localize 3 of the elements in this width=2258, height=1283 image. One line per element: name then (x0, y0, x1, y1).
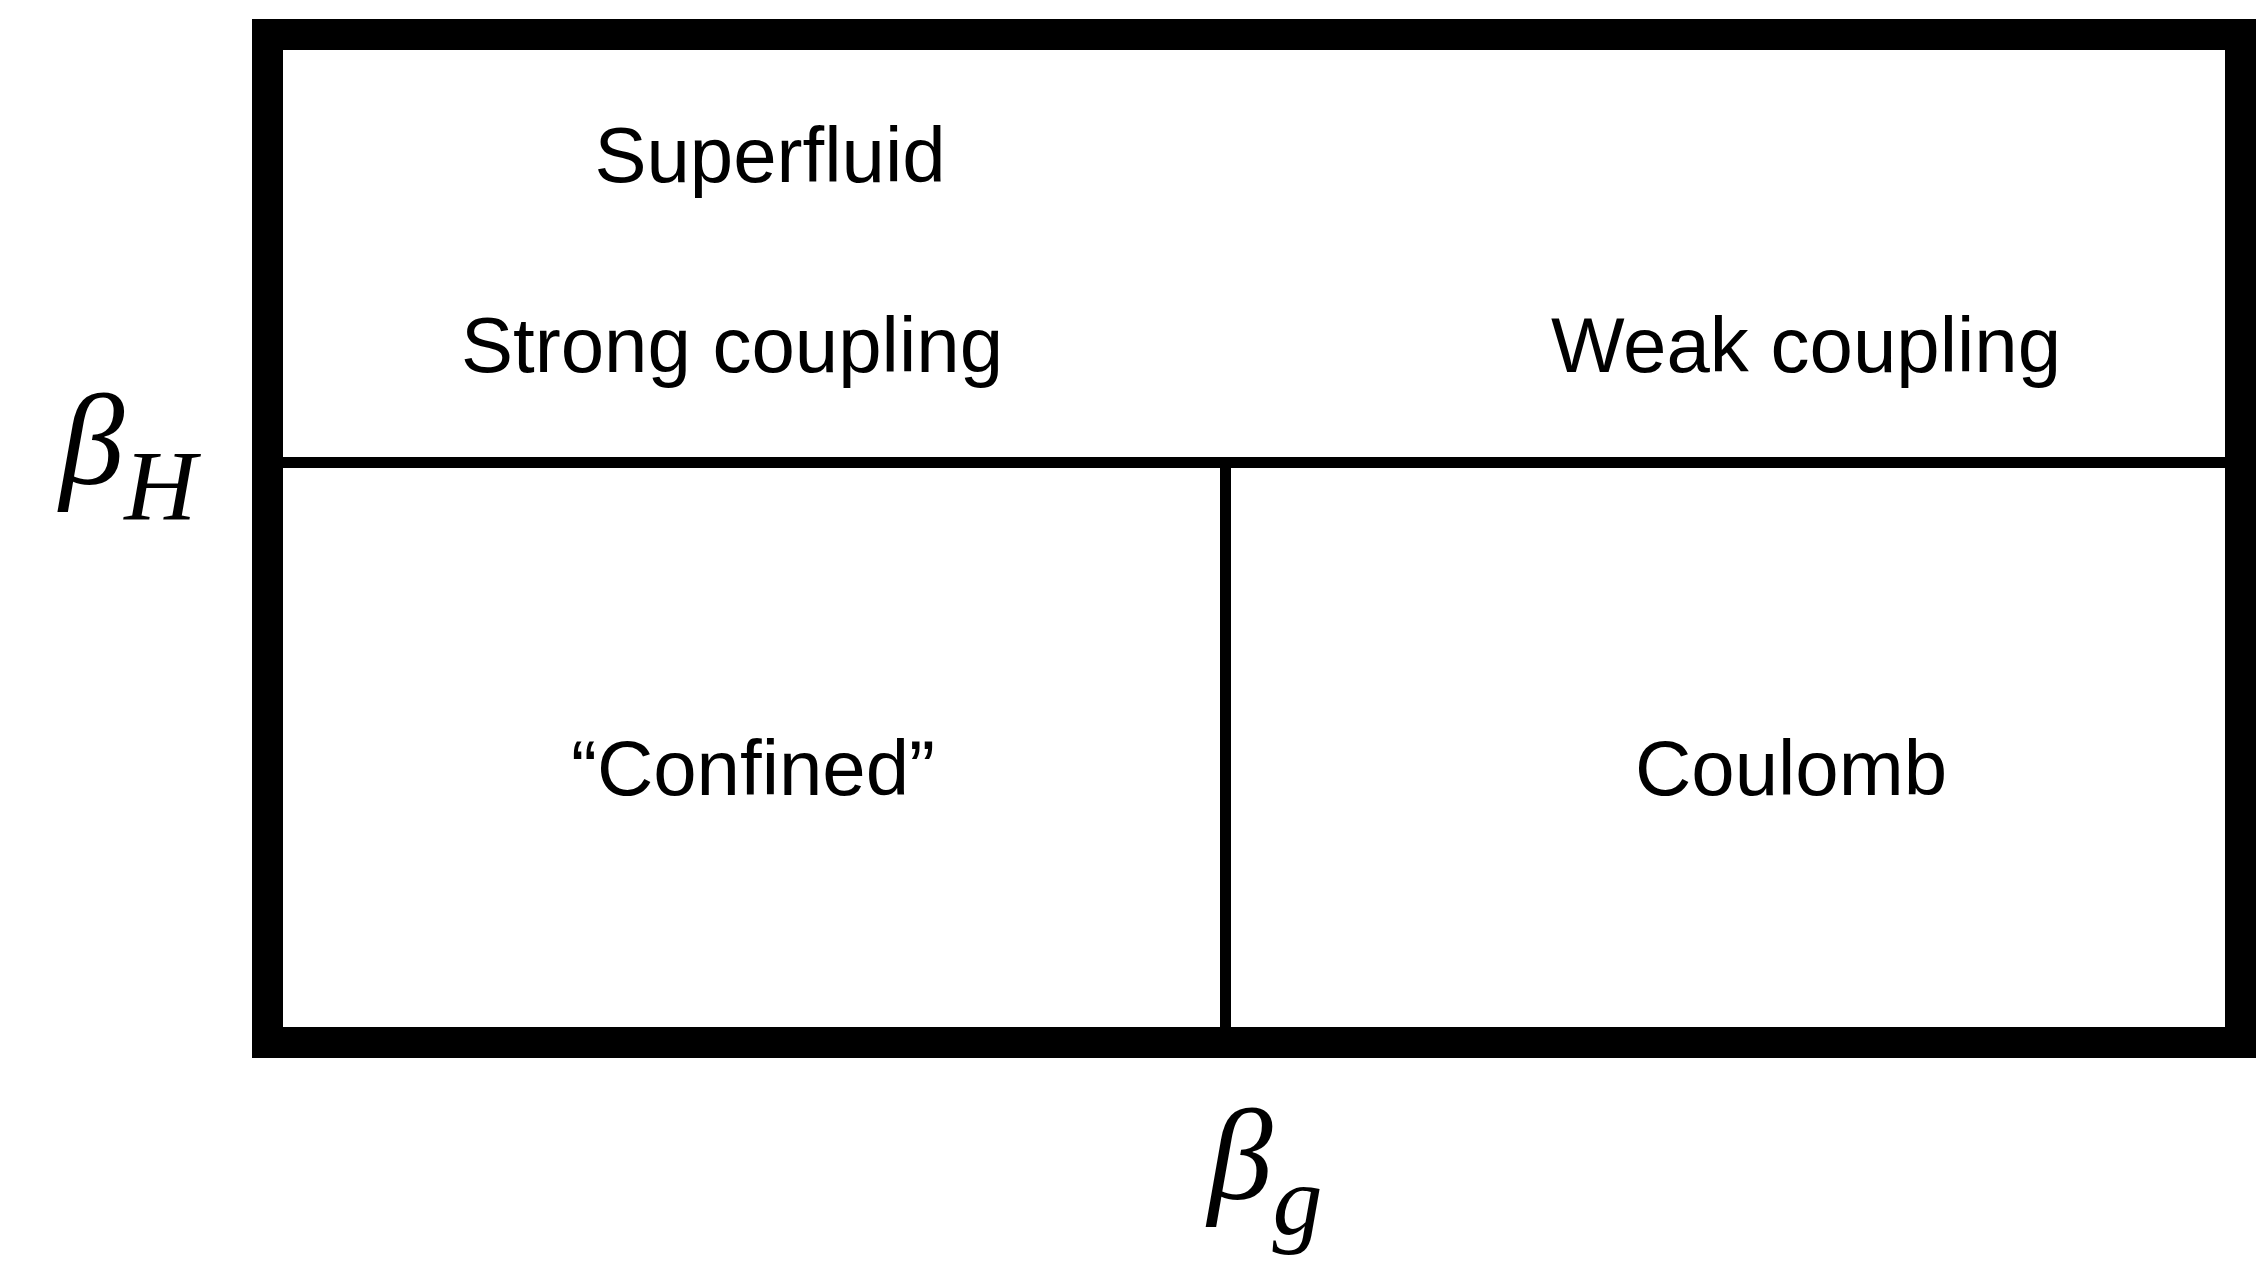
phase-region (283, 457, 1231, 1027)
phase-label: “Confined” (570, 729, 936, 807)
phase-label: Coulomb (1634, 729, 1948, 807)
